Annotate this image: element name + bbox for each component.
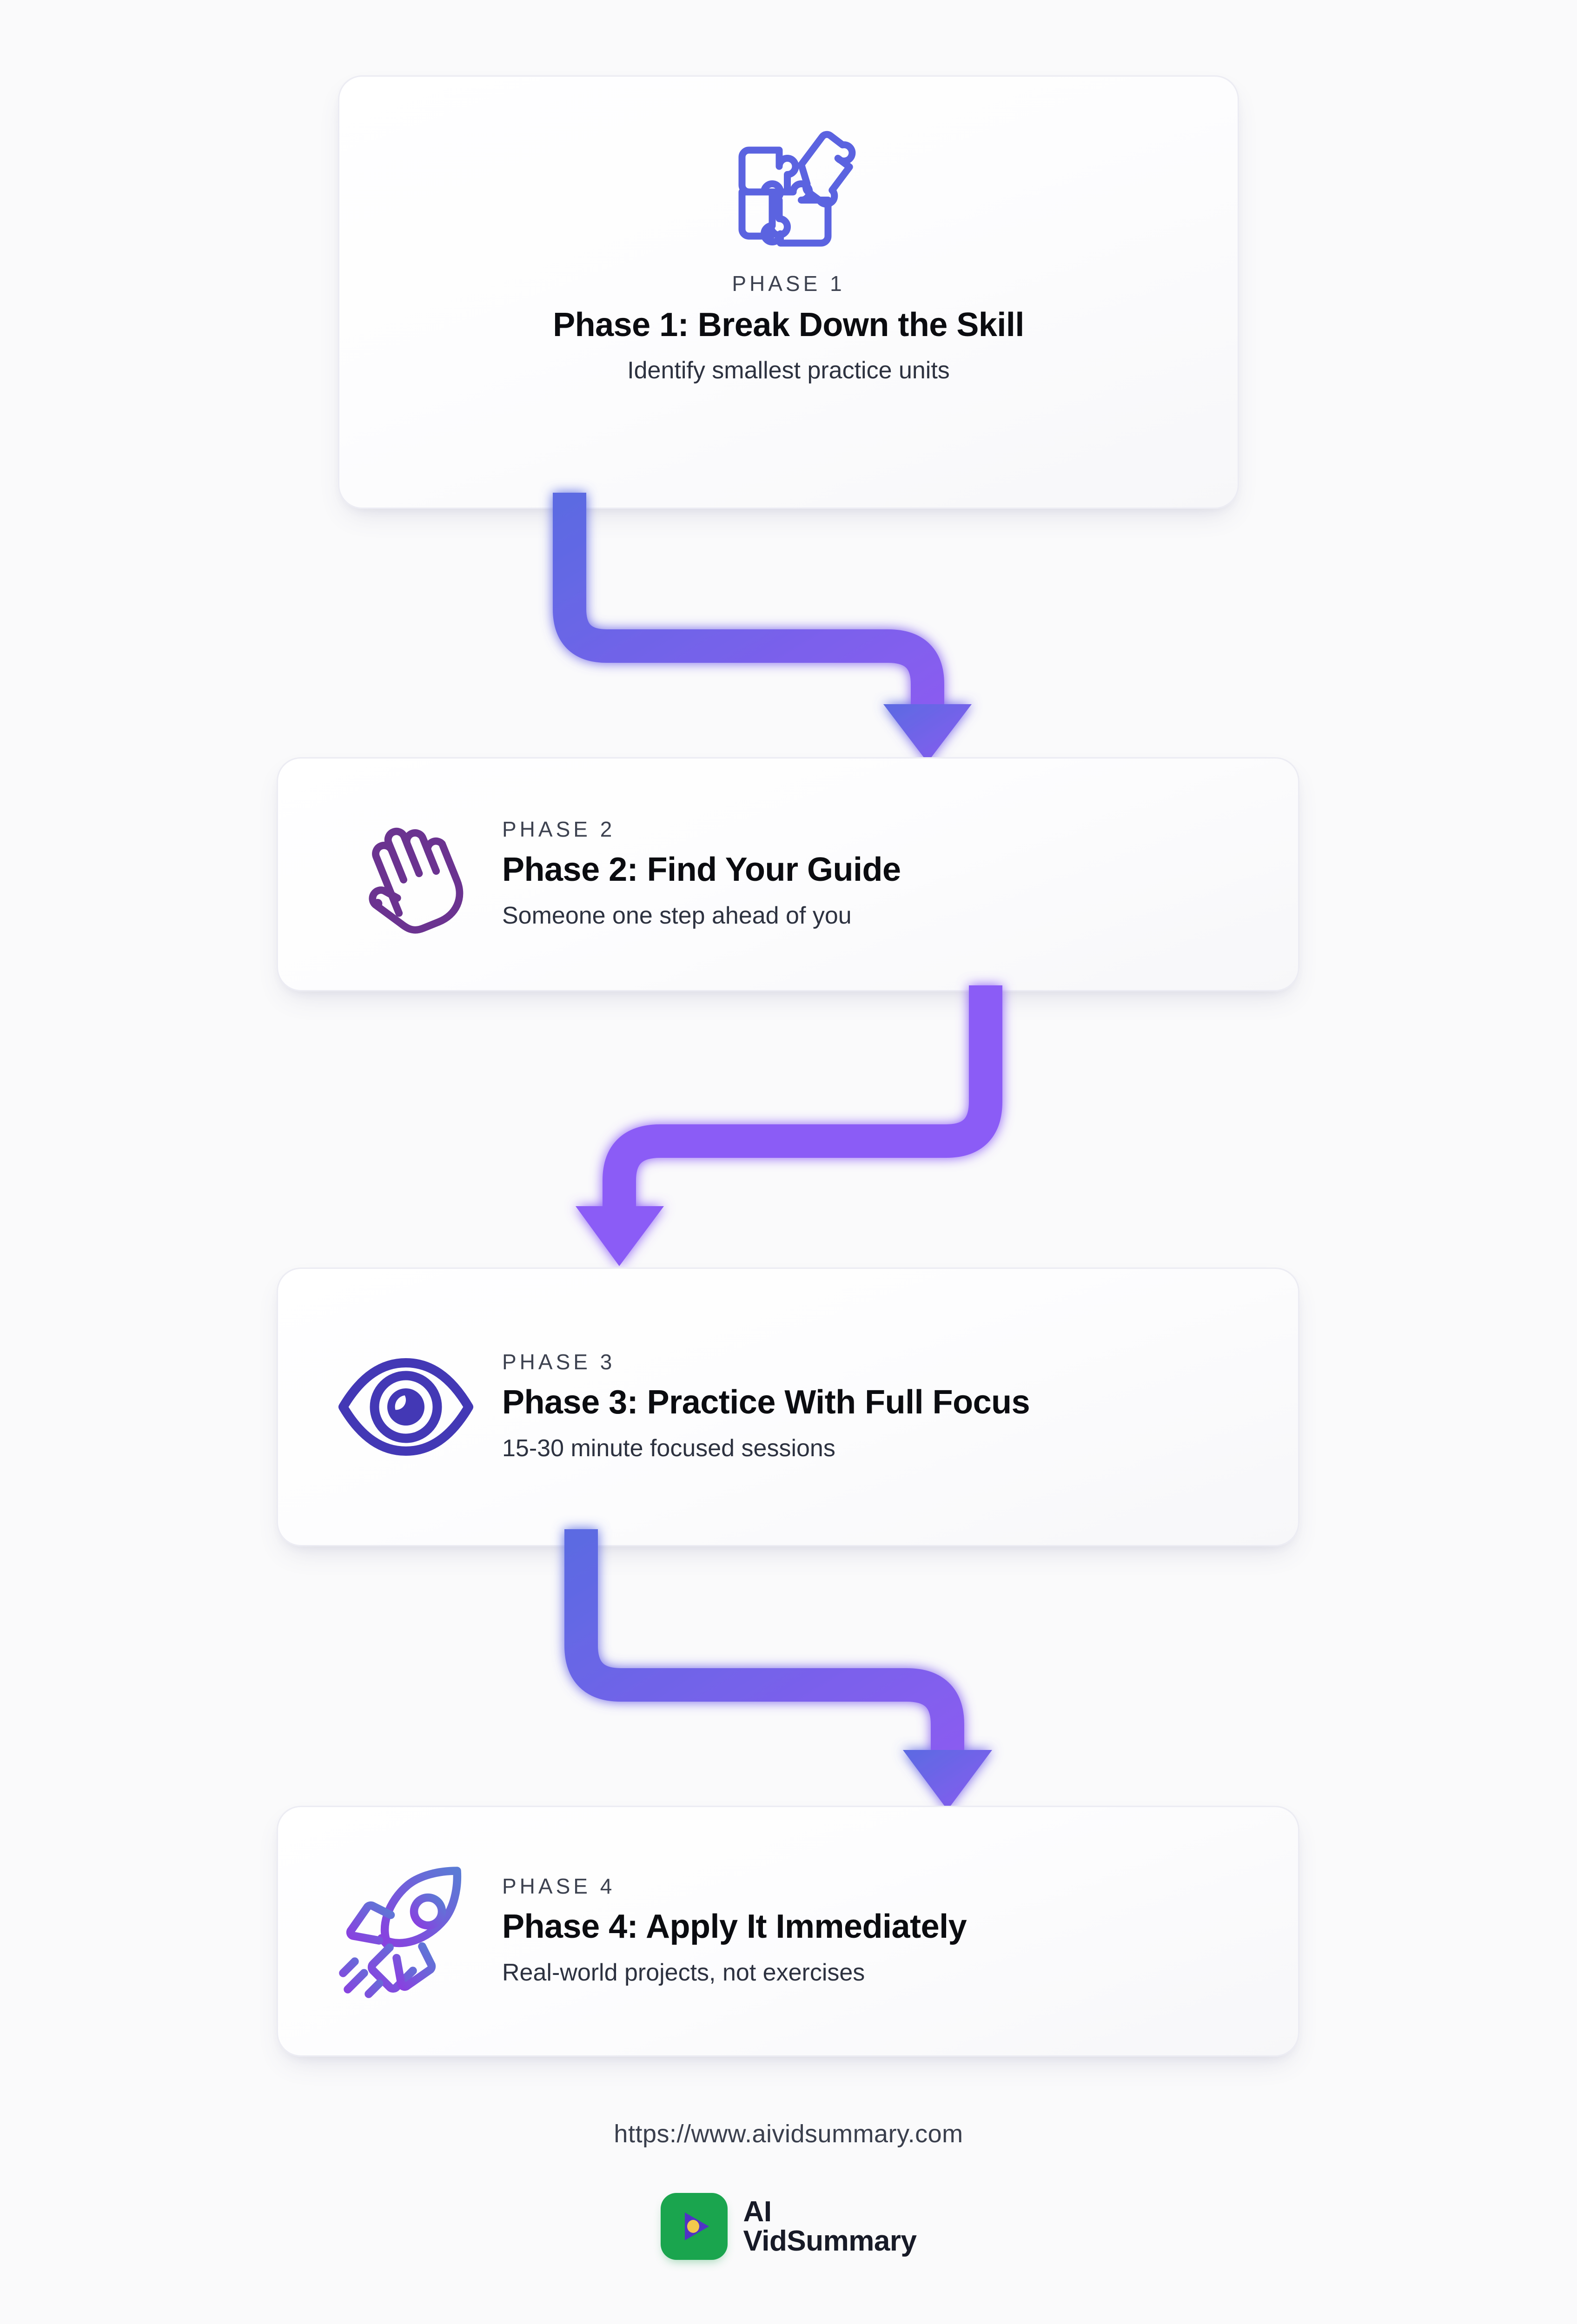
- phase-subtitle: Real-world projects, not exercises: [502, 1959, 865, 1986]
- puzzle-icon: [712, 113, 865, 266]
- brand-lockup: AI VidSummary: [660, 2193, 917, 2260]
- phase-eyebrow: PHASE 2: [502, 817, 616, 842]
- arrow-phase3-to-phase4: [535, 1529, 1037, 1827]
- arrow-phase1-to-phase2: [525, 493, 1018, 772]
- phase-eyebrow: PHASE 3: [502, 1350, 616, 1374]
- brand-name: AI VidSummary: [743, 2197, 917, 2256]
- eye-icon: [329, 1330, 483, 1484]
- brand-line-1: AI: [743, 2195, 772, 2228]
- hand-icon: [329, 798, 483, 951]
- site-url[interactable]: https://www.aividsummary.com: [614, 2120, 963, 2148]
- phase-subtitle: 15-30 minute focused sessions: [502, 1434, 835, 1462]
- phase-card-1[interactable]: PHASE 1 Phase 1: Break Down the Skill Id…: [338, 75, 1239, 509]
- phase-card-4[interactable]: PHASE 4 Phase 4: Apply It Immediately Re…: [277, 1806, 1299, 2057]
- phase-title: Phase 1: Break Down the Skill: [553, 306, 1024, 343]
- phase-eyebrow: PHASE 4: [502, 1874, 616, 1899]
- phase-title: Phase 4: Apply It Immediately: [502, 1908, 967, 1946]
- rocket-icon: [329, 1855, 483, 2008]
- phase-subtitle: Identify smallest practice units: [627, 357, 950, 384]
- phase-title: Phase 3: Practice With Full Focus: [502, 1384, 1030, 1421]
- phase-subtitle: Someone one step ahead of you: [502, 902, 852, 929]
- phase-eyebrow: PHASE 1: [732, 271, 845, 296]
- footer: https://www.aividsummary.com AI VidSumma…: [0, 2119, 1577, 2260]
- phase-title: Phase 2: Find Your Guide: [502, 851, 901, 889]
- brand-line-2: VidSummary: [743, 2225, 917, 2257]
- arrow-phase2-to-phase3: [549, 985, 1032, 1283]
- ai-vidsummary-logo: [660, 2193, 728, 2260]
- phase-card-2[interactable]: PHASE 2 Phase 2: Find Your Guide Someone…: [277, 757, 1299, 991]
- phase-card-3[interactable]: PHASE 3 Phase 3: Practice With Full Focu…: [277, 1268, 1299, 1546]
